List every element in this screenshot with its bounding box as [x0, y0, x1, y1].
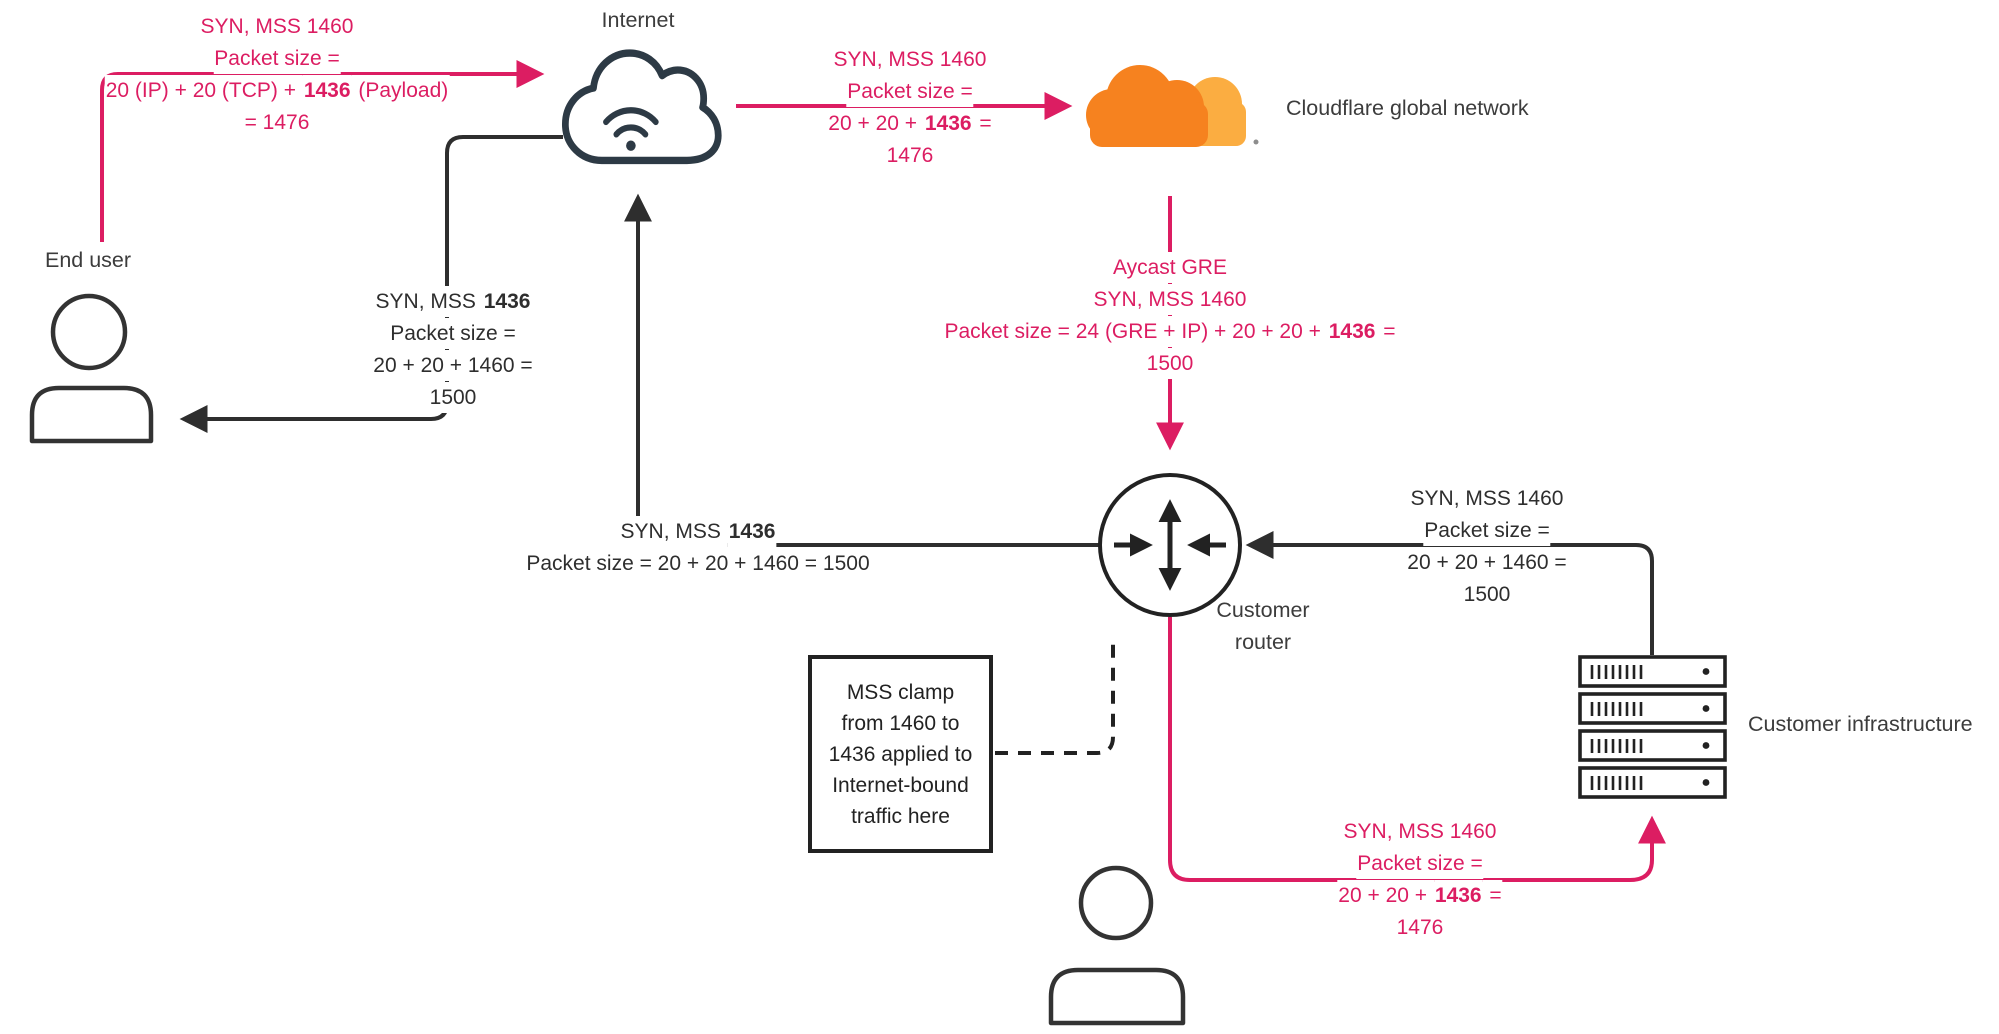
internet-label: Internet [601, 8, 675, 32]
internet-cloud-icon [561, 49, 722, 165]
server-unit [1578, 766, 1727, 799]
cloudflare-label: Cloudflare global network [1286, 96, 1529, 120]
mss-clamp-dashed-connector [995, 636, 1115, 755]
cloudflare-logo-icon [1086, 65, 1259, 147]
arrow-infrastructure-to-router [1245, 531, 1654, 655]
server-unit [1578, 729, 1727, 762]
server-stack-icon [1578, 655, 1727, 799]
end-user-icon [29, 293, 154, 444]
registered-mark-dot [1253, 139, 1259, 145]
end-user-label: End user [45, 248, 132, 272]
arrow-internet-to-end-user [179, 135, 563, 433]
visitor-user-icon [1048, 865, 1186, 1026]
customer-infrastructure-label: Customer infrastructure [1748, 712, 1973, 736]
server-unit [1578, 655, 1727, 688]
customer-router-icon [1098, 473, 1242, 617]
wifi-icon [603, 107, 659, 138]
server-unit [1578, 692, 1727, 725]
